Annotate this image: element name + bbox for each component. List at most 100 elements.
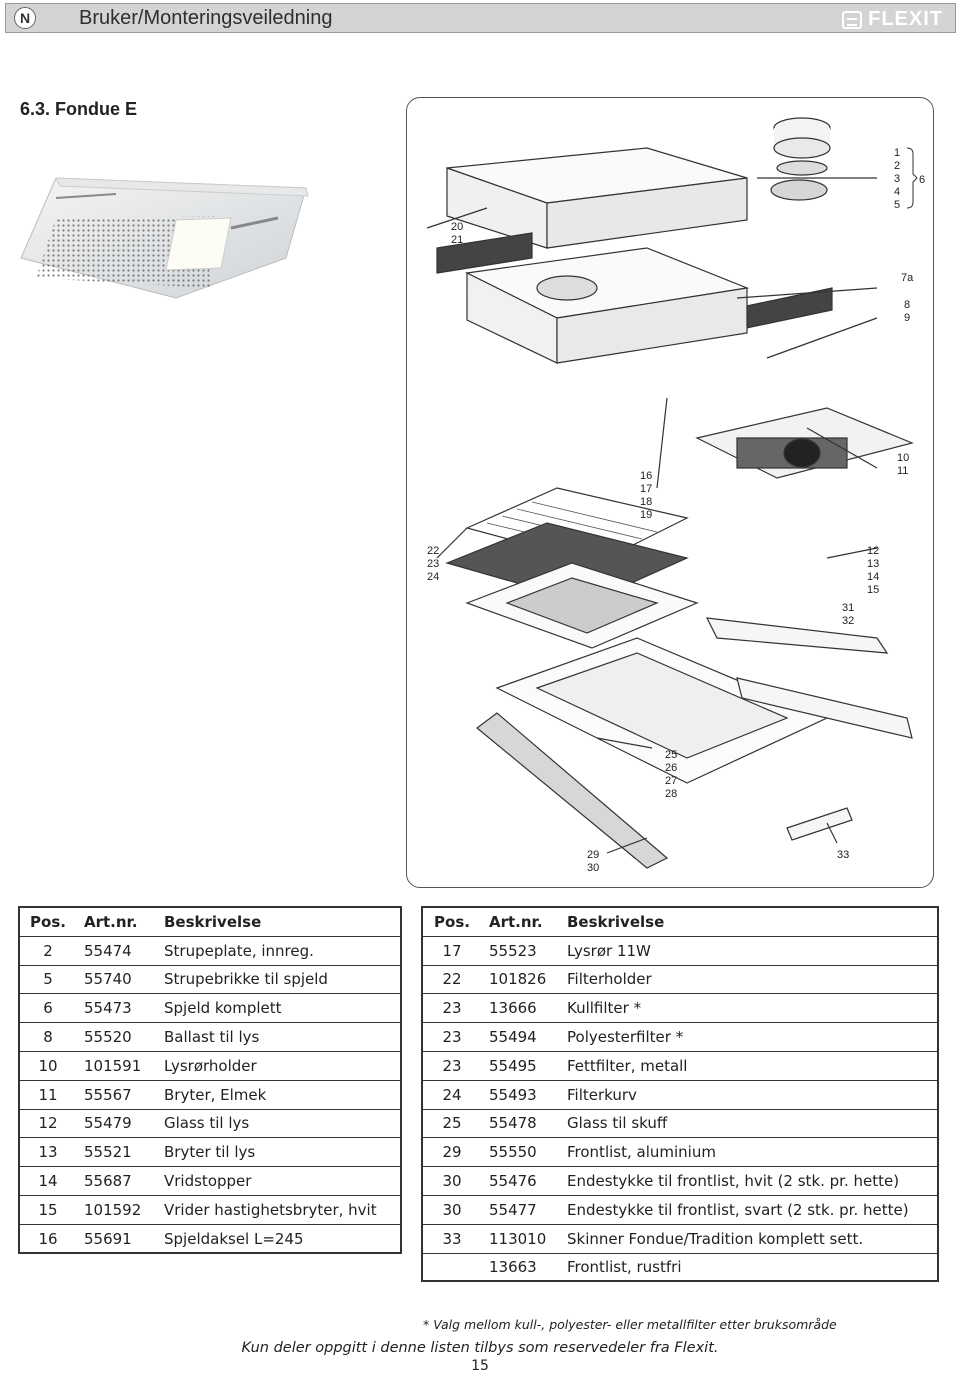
- callout-13: 13: [867, 558, 879, 570]
- callout-24: 24: [427, 571, 439, 583]
- column-header-description: Beskrivelse: [156, 907, 400, 937]
- callout-22: 22: [427, 545, 439, 557]
- cell-description: Lysrør 11W: [559, 935, 937, 966]
- cell-artnr: 55520: [76, 1022, 156, 1052]
- cell-artnr: 55493: [481, 1079, 559, 1110]
- diagram-callouts: 1 2 3 4 5 6 20 21 7a 8 9 10 11 16 17 18 …: [427, 147, 925, 874]
- callout-5: 5: [894, 199, 900, 211]
- cell-artnr: 113010: [481, 1223, 559, 1254]
- cell-pos: 24: [423, 1079, 481, 1110]
- callout-1: 1: [894, 147, 900, 159]
- cell-description: Glass til lys: [156, 1108, 400, 1139]
- cell-pos: 6: [20, 993, 76, 1024]
- callout-25: 25: [665, 749, 677, 761]
- callout-21: 21: [451, 234, 463, 246]
- cell-pos: 13: [20, 1137, 76, 1168]
- cell-pos: 11: [20, 1079, 76, 1110]
- callout-11: 11: [897, 465, 908, 477]
- column-header-artnr: Art.nr.: [481, 907, 559, 937]
- exploded-view-diagram: 1 2 3 4 5 6 20 21 7a 8 9 10 11 16 17 18 …: [406, 97, 934, 888]
- cell-description: Frontlist, aluminium: [559, 1137, 937, 1168]
- cell-pos: 23: [423, 993, 481, 1024]
- table-header-row: Pos. Art.nr. Beskrivelse: [20, 907, 400, 937]
- cell-artnr: 55476: [481, 1166, 559, 1196]
- callout-9: 9: [904, 312, 910, 324]
- cell-artnr: 55740: [76, 964, 156, 995]
- cell-pos: 30: [423, 1166, 481, 1196]
- callout-27: 27: [665, 775, 677, 787]
- cell-pos: 33: [423, 1223, 481, 1254]
- cell-artnr: 55523: [481, 935, 559, 966]
- cell-description: Polyesterfilter *: [559, 1022, 937, 1052]
- cell-description: Fettfilter, metall: [559, 1050, 937, 1081]
- callout-33: 33: [837, 849, 849, 861]
- cell-pos: 16: [20, 1223, 76, 1254]
- cell-pos: [423, 1252, 481, 1283]
- cell-description: Bryter, Elmek: [156, 1079, 400, 1110]
- cell-pos: 10: [20, 1050, 76, 1081]
- cell-description: Endestykke til frontlist, hvit (2 stk. p…: [559, 1166, 937, 1196]
- callout-10: 10: [897, 452, 909, 464]
- flexit-logo-icon: [842, 10, 863, 29]
- column-header-pos: Pos.: [20, 907, 76, 937]
- cell-description: Skinner Fondue/Tradition komplett sett.: [559, 1223, 937, 1254]
- callout-19: 19: [640, 509, 652, 521]
- cell-pos: 22: [423, 964, 481, 995]
- callout-26: 26: [665, 762, 677, 774]
- callout-28: 28: [665, 788, 677, 800]
- callout-29: 29: [587, 849, 599, 861]
- cell-artnr: 55474: [76, 935, 156, 966]
- cell-artnr: 13663: [481, 1252, 559, 1283]
- cell-artnr: 55477: [481, 1194, 559, 1225]
- section-title: 6.3. Fondue E: [20, 99, 138, 119]
- cell-artnr: 55495: [481, 1050, 559, 1081]
- cell-artnr: 101592: [76, 1194, 156, 1225]
- callout-7a: 7a: [901, 272, 914, 284]
- spare-parts-note: Kun deler oppgitt i denne listen tilbys …: [241, 1340, 719, 1356]
- column-header-artnr: Art.nr.: [76, 907, 156, 937]
- callout-8: 8: [904, 299, 910, 311]
- cell-description: Bryter til lys: [156, 1137, 400, 1168]
- cell-artnr: 55550: [481, 1137, 559, 1168]
- callout-20: 20: [451, 221, 463, 233]
- page-number: 15: [471, 1358, 489, 1374]
- cell-description: Lysrørholder: [156, 1050, 400, 1081]
- language-badge: N: [14, 7, 36, 29]
- callout-2: 2: [894, 160, 900, 172]
- callout-15: 15: [867, 584, 879, 596]
- callout-3: 3: [894, 173, 900, 185]
- brand-logo: FLEXIT: [842, 8, 943, 31]
- callout-14: 14: [867, 571, 879, 583]
- product-photo: [20, 177, 309, 299]
- callout-32: 32: [842, 615, 854, 627]
- callout-18: 18: [640, 496, 652, 508]
- cell-description: Vridstopper: [156, 1166, 400, 1196]
- column-header-description: Beskrivelse: [559, 907, 937, 937]
- brand-name: FLEXIT: [868, 8, 943, 30]
- cell-description: Frontlist, rustfri: [559, 1252, 937, 1283]
- cell-pos: 17: [423, 935, 481, 966]
- callout-30: 30: [587, 862, 599, 874]
- callout-16: 16: [640, 470, 652, 482]
- filter-footnote: * Valg mellom kull-, polyester- eller me…: [423, 1317, 837, 1332]
- document-title: Bruker/Monteringsveiledning: [79, 7, 333, 29]
- cell-pos: 23: [423, 1022, 481, 1052]
- cell-pos: 23: [423, 1050, 481, 1081]
- cell-description: Ballast til lys: [156, 1022, 400, 1052]
- cell-pos: 5: [20, 964, 76, 995]
